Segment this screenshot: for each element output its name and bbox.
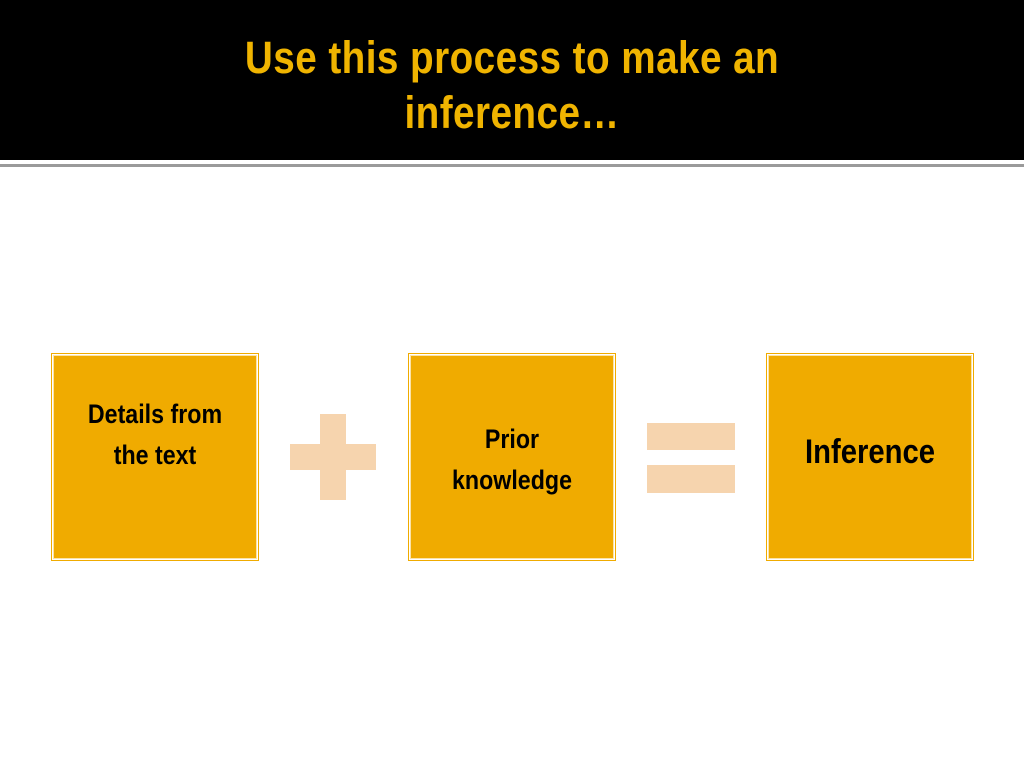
equals-top-bar (647, 423, 735, 450)
equals-bottom-bar (647, 465, 735, 493)
plus-icon (290, 414, 376, 500)
details-from-text-box: Details from the text (51, 353, 259, 561)
prior-knowledge-box: Prior knowledge (408, 353, 616, 561)
slide-title: Use this process to make an inference… (244, 32, 780, 138)
inference-label: Inference (804, 433, 936, 471)
equals-icon (647, 423, 735, 493)
inference-box: Inference (766, 353, 974, 561)
title-divider-light (0, 160, 1024, 164)
details-from-text-label: Details from the text (87, 399, 223, 470)
plus-horizontal-bar (290, 444, 376, 470)
prior-knowledge-label: Prior knowledge (452, 424, 572, 495)
title-divider-dark (0, 164, 1024, 167)
title-bar: Use this process to make an inference… (0, 0, 1024, 160)
